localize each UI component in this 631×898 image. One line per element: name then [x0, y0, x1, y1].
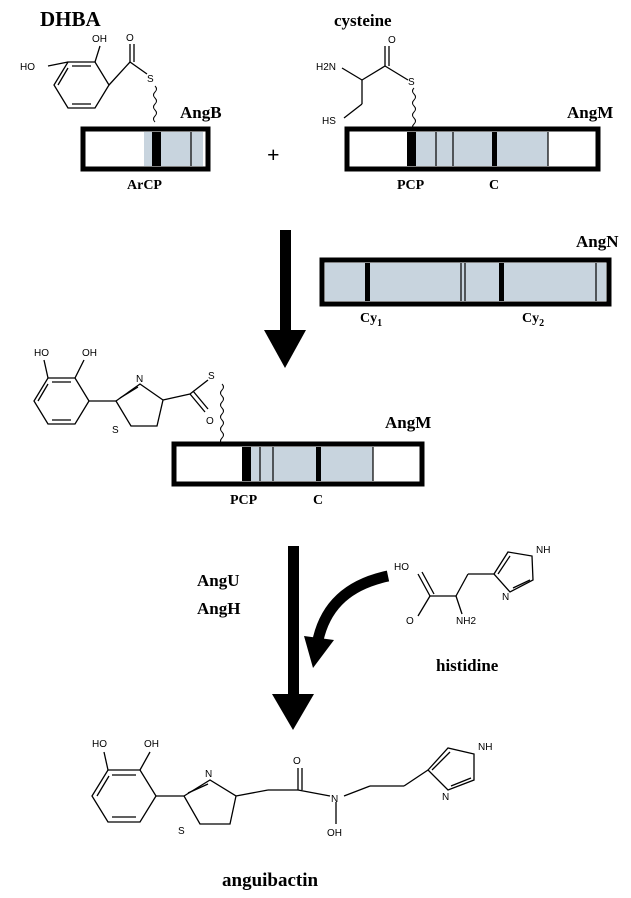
c-mid-label: C — [313, 493, 323, 508]
nh2-atom: NH2 — [456, 616, 476, 627]
ho-atom: HO — [92, 739, 107, 750]
n-atom: N — [136, 374, 143, 385]
angn-label: AngN — [576, 232, 619, 251]
n-atom: N — [502, 592, 509, 603]
oh-atom: OH — [144, 739, 159, 750]
angh-label: AngH — [197, 599, 240, 618]
arrow-down-1 — [264, 230, 306, 368]
angm-top-label: AngM — [567, 103, 613, 122]
oh-atom: OH — [327, 828, 342, 839]
svg-text:Cy1: Cy1 — [360, 311, 382, 329]
pcp-mid-label: PCP — [230, 493, 258, 508]
dhba-structure: OH HO O S — [20, 33, 157, 123]
oh-atom: OH — [82, 348, 97, 359]
histidine-label: histidine — [436, 656, 499, 675]
angm-mid-label: AngM — [385, 413, 431, 432]
pcp-top-label: PCP — [397, 178, 425, 193]
angb-module — [80, 126, 211, 172]
histidine-curved-arrow — [304, 570, 390, 668]
n-atom: N — [331, 794, 338, 805]
ho-atom: HO — [20, 62, 35, 73]
arcp-label: ArCP — [127, 178, 162, 193]
ho-atom: HO — [394, 562, 409, 573]
s-atom: S — [112, 425, 119, 436]
nh-atom: NH — [478, 742, 492, 753]
cy1-label: Cy1 — [360, 311, 382, 329]
nh-atom: NH — [536, 545, 550, 556]
s-atom: S — [208, 371, 215, 382]
s-atom: S — [178, 826, 185, 837]
ho-atom: HO — [34, 348, 49, 359]
angn-module — [319, 257, 612, 307]
s-atom: S — [408, 77, 415, 88]
anguibactin-structure: HO OH N S O N OH NH N — [91, 739, 492, 839]
angm-mid-module — [171, 441, 425, 487]
c-top-label: C — [489, 178, 499, 193]
o-atom: O — [406, 616, 414, 627]
plus-sign: + — [267, 142, 280, 167]
o-atom: O — [293, 756, 301, 767]
cy2-label: Cy2 — [522, 311, 544, 329]
histidine-structure: HO O NH2 NH N — [394, 545, 550, 627]
angb-label: AngB — [180, 103, 222, 122]
svg-text:Cy2: Cy2 — [522, 311, 544, 329]
angm-top-module — [344, 126, 601, 172]
cysteine-label: cysteine — [334, 11, 392, 30]
h2n-atom: H2N — [316, 62, 336, 73]
o-atom: O — [206, 416, 214, 427]
n-atom: N — [205, 769, 212, 780]
arrow-down-2 — [272, 546, 314, 730]
anguibactin-label: anguibactin — [222, 870, 319, 891]
hs-atom: HS — [322, 116, 336, 127]
cysteine-structure: H2N O S HS — [316, 35, 416, 131]
n-atom: N — [442, 792, 449, 803]
s-atom: S — [147, 74, 154, 85]
angu-label: AngU — [197, 571, 240, 590]
oh-atom: OH — [92, 34, 107, 45]
dhba-label: DHBA — [40, 7, 102, 31]
thiazoline-intermediate-structure: HO OH N S S O — [33, 348, 224, 457]
o-atom: O — [388, 35, 396, 46]
o-atom: O — [126, 33, 134, 44]
